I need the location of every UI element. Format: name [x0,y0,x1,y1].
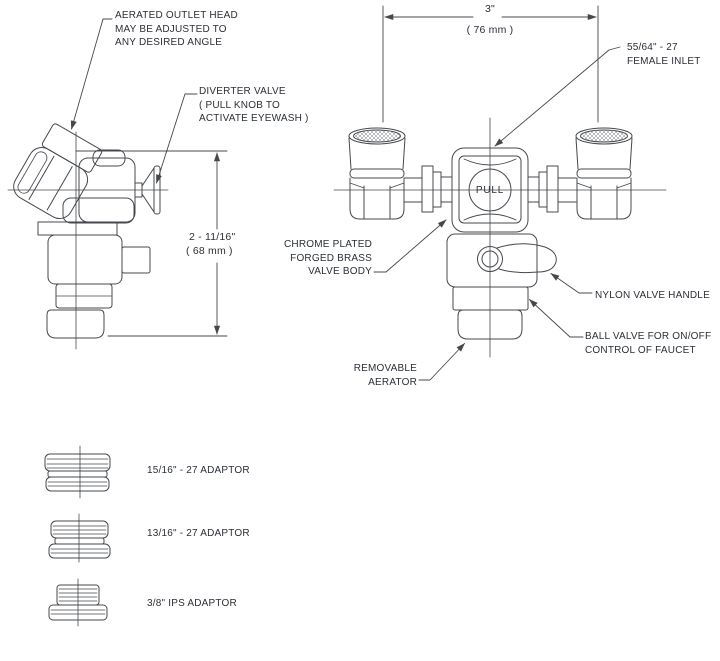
side-aerator [46,309,105,339]
dimension-width-metric: ( 76 mm ) [466,24,514,36]
pull-knob-label: PULL [475,185,505,196]
left-eyewash-head [348,127,406,220]
pull-knob-circle [468,168,512,212]
ball-valve-body [446,233,557,340]
label-valve-body: CHROME PLATED FORGED BRASS VALVE BODY [284,239,372,277]
label-removable-aerator: REMOVABLE AERATOR [353,363,417,388]
adaptor-15-16-drawing [44,445,111,499]
side-view-drawing [7,18,228,350]
label-adaptor-15-16: 15/16" - 27 ADAPTOR [147,465,250,476]
label-female-inlet: 55/64" - 27 FEMALE INLET [627,42,701,67]
eyewash-body [62,149,136,224]
side-valve-body [37,221,151,339]
adaptor-3-8-drawing [48,578,108,627]
front-view-centerlines [333,117,667,358]
dimension-height-imperial: 2 - 11/16" [189,231,236,243]
aerated-outlet-head [13,123,103,220]
dimension-height-metric: ( 68 mm ) [186,245,233,257]
label-ball-valve: BALL VALVE FOR ON/OFF CONTROL OF FAUCET [585,331,712,356]
front-aerator [457,309,523,340]
right-eyewash-head [575,127,633,220]
diverter-valve-body [451,147,529,233]
nylon-valve-handle-shape [496,243,557,274]
label-aerated-outlet-head: AERATED OUTLET HEAD MAY BE ADJUSTED TO A… [115,10,238,48]
label-diverter-valve: DIVERTER VALVE ( PULL KNOB TO ACTIVATE E… [199,86,309,124]
adaptor-13-16-drawing [48,513,111,563]
front-view-drawing [333,5,667,381]
dimension-width-lines [382,5,599,123]
label-nylon-valve-handle: NYLON VALVE HANDLE [595,290,710,301]
side-view-leaders [70,18,198,184]
dimension-height-lines [75,150,228,337]
label-adaptor-3-8: 3/8" IPS ADAPTOR [147,598,237,609]
front-view-leaders [373,46,621,381]
side-view-centerlines [7,131,169,350]
label-adaptor-13-16: 13/16" - 27 ADAPTOR [147,528,250,539]
dimension-width-imperial: 3" [485,3,495,15]
diverter-knob [134,165,161,215]
